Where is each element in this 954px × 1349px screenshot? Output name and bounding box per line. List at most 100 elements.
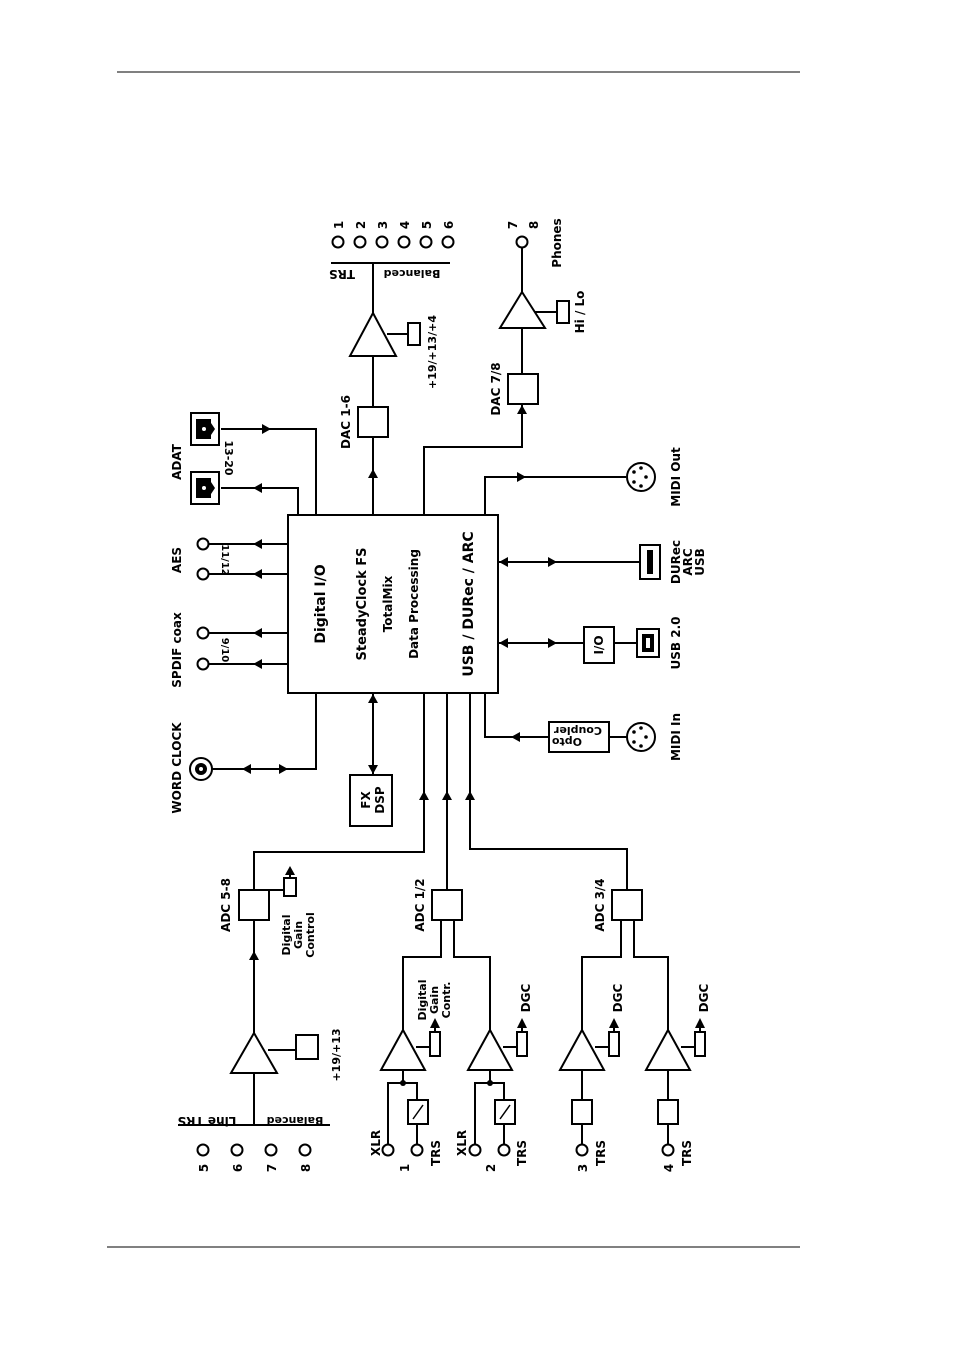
adc-5-8-label: ADC 5-8 bbox=[219, 878, 233, 932]
hi-lo-switch bbox=[556, 300, 570, 324]
line-num-8: 8 bbox=[299, 1164, 313, 1172]
line-balanced-label: Balanced bbox=[267, 1114, 324, 1127]
trs-2-label: TRS bbox=[515, 1140, 529, 1166]
dgc-1-contr: Contr. bbox=[440, 982, 453, 1019]
adc-3-4-label: ADC 3/4 bbox=[593, 878, 607, 931]
out-num-1: 1 bbox=[332, 221, 346, 229]
dgc-4-box bbox=[694, 1031, 706, 1057]
spdif-label: SPDIF coax bbox=[170, 612, 184, 688]
jack-out-4 bbox=[397, 235, 411, 249]
fx-label: FX bbox=[359, 791, 373, 809]
balanced-out-label: Balanced bbox=[384, 267, 441, 280]
xlr-2-label: XLR bbox=[455, 1130, 469, 1156]
dgc-2-label: DGC bbox=[519, 984, 533, 1013]
xlr-in-1 bbox=[381, 1143, 395, 1157]
jack-out-6 bbox=[441, 235, 455, 249]
trs-in-1 bbox=[410, 1143, 424, 1157]
amp-line-3 bbox=[558, 1027, 606, 1071]
line-num-6: 6 bbox=[231, 1164, 245, 1172]
output-jacks-1-6 bbox=[331, 235, 455, 249]
dgc-5-8-digital: Digital bbox=[280, 915, 293, 956]
out-num-2: 2 bbox=[354, 221, 368, 229]
dgc-3-label: DGC bbox=[611, 984, 625, 1013]
jack-in-6 bbox=[230, 1143, 244, 1157]
aes-out-jack bbox=[196, 537, 210, 551]
jack-in-5 bbox=[196, 1143, 210, 1157]
gain-switch-5-8 bbox=[295, 1034, 319, 1060]
jack-out-1 bbox=[331, 235, 345, 249]
durec-label: DURec bbox=[669, 540, 683, 584]
arc-label: ARC bbox=[681, 548, 695, 576]
adc-1-2-label: ADC 1/2 bbox=[413, 878, 427, 931]
opto-label: Opto bbox=[552, 735, 582, 748]
amp-mic-1 bbox=[379, 1027, 427, 1071]
dac-7-8-box bbox=[507, 373, 539, 405]
data-processing-label: Data Processing bbox=[407, 549, 421, 659]
amp-line-4 bbox=[644, 1027, 692, 1071]
trs-in-4 bbox=[661, 1143, 675, 1157]
dac-1-6-box bbox=[357, 406, 389, 438]
dac-1-6-label: DAC 1-6 bbox=[339, 395, 353, 449]
gain-switch-1-6 bbox=[407, 322, 421, 346]
core-processor-box bbox=[287, 514, 499, 694]
dgc-5-8-box bbox=[283, 877, 297, 897]
adc-3-4-box bbox=[611, 889, 643, 921]
trs-3-box bbox=[571, 1099, 593, 1125]
dgc-2-box bbox=[516, 1031, 528, 1057]
adat-label: ADAT bbox=[170, 443, 184, 480]
aes-label: AES bbox=[170, 547, 184, 573]
out-num-4: 4 bbox=[398, 221, 412, 229]
io-box bbox=[583, 626, 615, 664]
xlr-1-label: XLR bbox=[369, 1130, 383, 1156]
phones-num-8: 8 bbox=[527, 221, 541, 229]
ch1-label: 1 bbox=[398, 1164, 412, 1172]
phones-num-7: 7 bbox=[506, 221, 520, 229]
io-label: I/O bbox=[592, 635, 606, 654]
steadyclock-label: SteadyClock FS bbox=[355, 548, 370, 661]
dgc-1-digital: Digital bbox=[416, 980, 429, 1021]
midi-out-label: MIDI Out bbox=[669, 447, 683, 507]
trs-in-2 bbox=[497, 1143, 511, 1157]
spdif-out-jack bbox=[196, 626, 210, 640]
amp-phones bbox=[498, 290, 547, 329]
adat-channels-label: 13-20 bbox=[222, 440, 235, 476]
trs-in-3 bbox=[575, 1143, 589, 1157]
phones-label: Phones bbox=[550, 218, 564, 267]
jack-in-7 bbox=[264, 1143, 278, 1157]
jack-out-2 bbox=[353, 235, 367, 249]
totalmix-label: TotalMix bbox=[381, 575, 395, 632]
spdif-in-jack bbox=[196, 657, 210, 671]
ch2-label: 2 bbox=[484, 1164, 498, 1172]
dsp-label: DSP bbox=[373, 786, 387, 814]
usb-durec-arc-label: USB / DURec / ARC bbox=[461, 531, 477, 676]
out-num-6: 6 bbox=[442, 221, 456, 229]
phones-jack bbox=[515, 235, 529, 249]
jack-out-3 bbox=[375, 235, 389, 249]
line-num-5: 5 bbox=[197, 1164, 211, 1172]
hi-lo-label: Hi / Lo bbox=[573, 291, 587, 334]
trs-4-label: TRS bbox=[680, 1140, 694, 1166]
line-num-7: 7 bbox=[265, 1164, 279, 1172]
usb-label: USB bbox=[693, 548, 707, 576]
trs-4-box bbox=[657, 1099, 679, 1125]
jack-out-5 bbox=[419, 235, 433, 249]
dgc-3-box bbox=[608, 1031, 620, 1057]
out-num-3: 3 bbox=[376, 221, 390, 229]
midi-in-label: MIDI In bbox=[669, 713, 683, 761]
digital-io-label: Digital I/O bbox=[313, 564, 329, 643]
aes-in-jack bbox=[196, 567, 210, 581]
out-num-5: 5 bbox=[420, 221, 434, 229]
midi-out-connector bbox=[626, 462, 656, 492]
line-input-jacks bbox=[196, 1143, 312, 1157]
gain-1-6-label: +19/+13/+4 bbox=[426, 315, 439, 389]
amp-line-5-8 bbox=[229, 1030, 279, 1074]
gain-5-8-label: +19/+13 bbox=[330, 1028, 343, 1081]
fx-dsp-box bbox=[349, 774, 393, 827]
dgc-5-8-gain: Gain bbox=[292, 921, 305, 949]
adc-1-2-box bbox=[431, 889, 463, 921]
usb20-label: USB 2.0 bbox=[669, 617, 683, 670]
coupler-label: Coupler bbox=[553, 724, 602, 737]
word-clock-label: WORD CLOCK bbox=[170, 722, 184, 814]
